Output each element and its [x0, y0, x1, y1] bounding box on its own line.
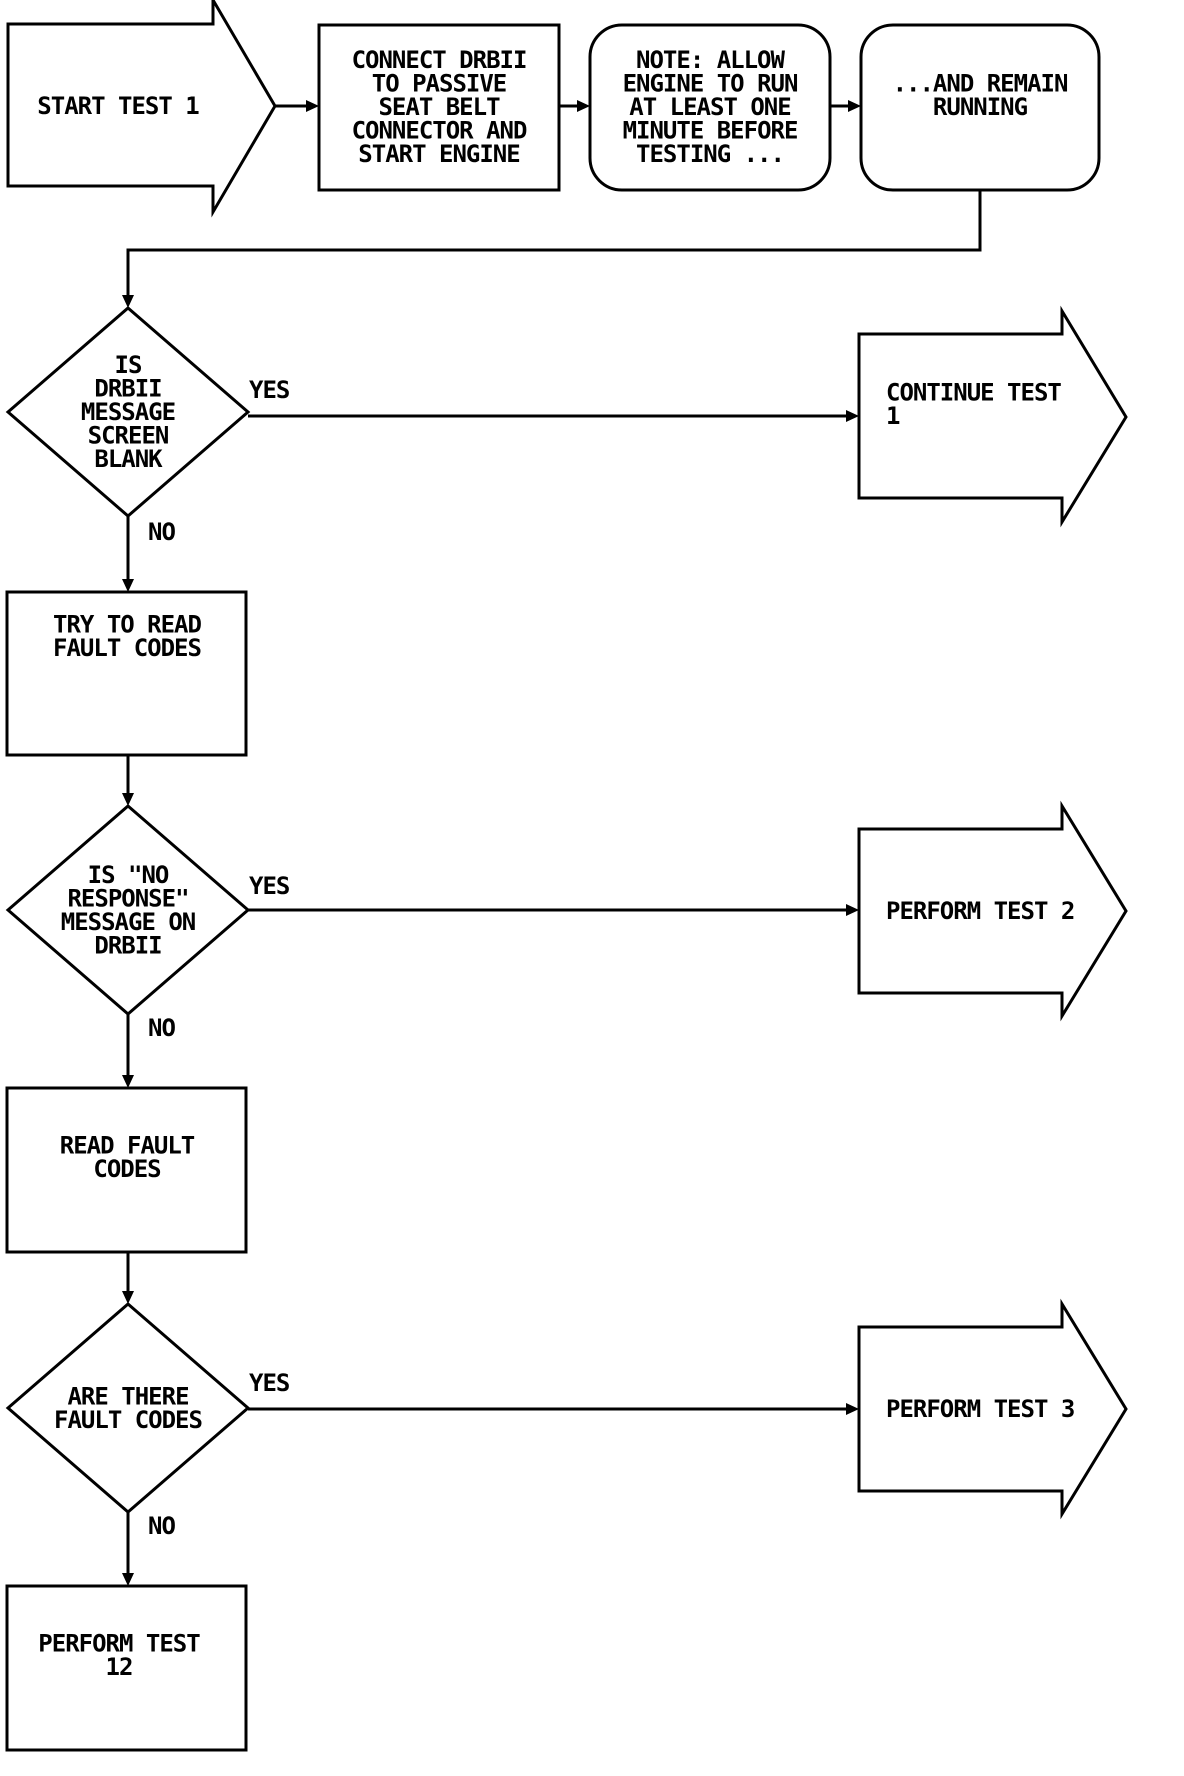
label-line: SEAT BELT: [378, 93, 500, 121]
arrowhead: [848, 100, 861, 112]
label-line: IS: [115, 351, 142, 379]
connector-remain-decision1: [126, 190, 982, 296]
label-line: TO PASSIVE: [372, 70, 507, 98]
arrowhead: [846, 1403, 859, 1415]
label-line: IS "NO: [88, 861, 169, 889]
label-line: ENGINE TO RUN: [623, 70, 798, 98]
label-line: FAULT CODES: [54, 1406, 202, 1434]
arrowhead: [122, 1573, 134, 1586]
arrowhead: [122, 793, 134, 806]
label-line: CONTINUE TEST: [886, 378, 1061, 406]
label-line: CONNECTOR AND: [352, 117, 527, 145]
decision2-yes-label: YES: [249, 872, 290, 900]
arrowhead: [846, 410, 859, 422]
label-line: DRBII: [94, 931, 161, 959]
label-line: RUNNING: [933, 93, 1028, 121]
arrowhead: [122, 1291, 134, 1304]
arrowhead: [122, 295, 134, 308]
label-line: TESTING ...: [636, 140, 784, 168]
test3-label: PERFORM TEST 3: [886, 1395, 1074, 1423]
label-line: TRY TO READ: [53, 610, 201, 638]
label-line: MESSAGE: [81, 398, 175, 426]
test3-arrow-shape: [857, 1298, 1128, 1520]
label-line: 1: [886, 402, 900, 430]
start-label: START TEST 1: [37, 92, 199, 120]
label-line: CODES: [93, 1155, 161, 1183]
test2-label: PERFORM TEST 2: [886, 897, 1074, 925]
decision3-no-label: NO: [148, 1512, 175, 1540]
label-line: START ENGINE: [358, 140, 519, 168]
label-line: PERFORM TEST 2: [886, 897, 1074, 925]
read-codes-box-shape: [5, 1086, 248, 1254]
label-line: CONNECT DRBII: [352, 46, 527, 74]
label-line: SCREEN: [88, 422, 169, 450]
label-line: BLANK: [94, 445, 163, 473]
test2-arrow-shape: [857, 800, 1128, 1022]
label-line: PERFORM TEST: [38, 1629, 200, 1657]
continue-test1-arrow-shape: [857, 305, 1128, 528]
label-line: 12: [106, 1653, 133, 1681]
decision1-yes-label: YES: [249, 376, 290, 404]
label-line: NOTE: ALLOW: [636, 46, 785, 74]
arrowhead: [122, 579, 134, 592]
decision2-no-label: NO: [148, 1014, 175, 1042]
label-line: MINUTE BEFORE: [623, 117, 798, 145]
arrowhead: [846, 904, 859, 916]
arrowhead: [577, 100, 590, 112]
decision1-no-label: NO: [148, 518, 175, 546]
connect-box-shape: [317, 23, 561, 192]
label-line: ARE THERE: [67, 1382, 188, 1410]
arrowhead: [306, 100, 319, 112]
label-line: AT LEAST ONE: [629, 93, 790, 121]
label-line: MESSAGE ON: [61, 908, 196, 936]
label-line: READ FAULT: [60, 1131, 195, 1159]
arrowhead: [122, 1075, 134, 1088]
try-read-box-shape: [5, 590, 248, 757]
label-line: DRBII: [94, 375, 161, 403]
decision3-yes-label: YES: [249, 1369, 290, 1397]
label-line: RESPONSE": [67, 884, 188, 912]
label-line: START TEST 1: [37, 92, 199, 120]
label-line: FAULT CODES: [53, 634, 201, 662]
test12-box-shape: [5, 1584, 248, 1752]
label-line: PERFORM TEST 3: [886, 1395, 1074, 1423]
start-arrow-shape: [6, 0, 277, 218]
label-line: ...AND REMAIN: [893, 69, 1068, 97]
